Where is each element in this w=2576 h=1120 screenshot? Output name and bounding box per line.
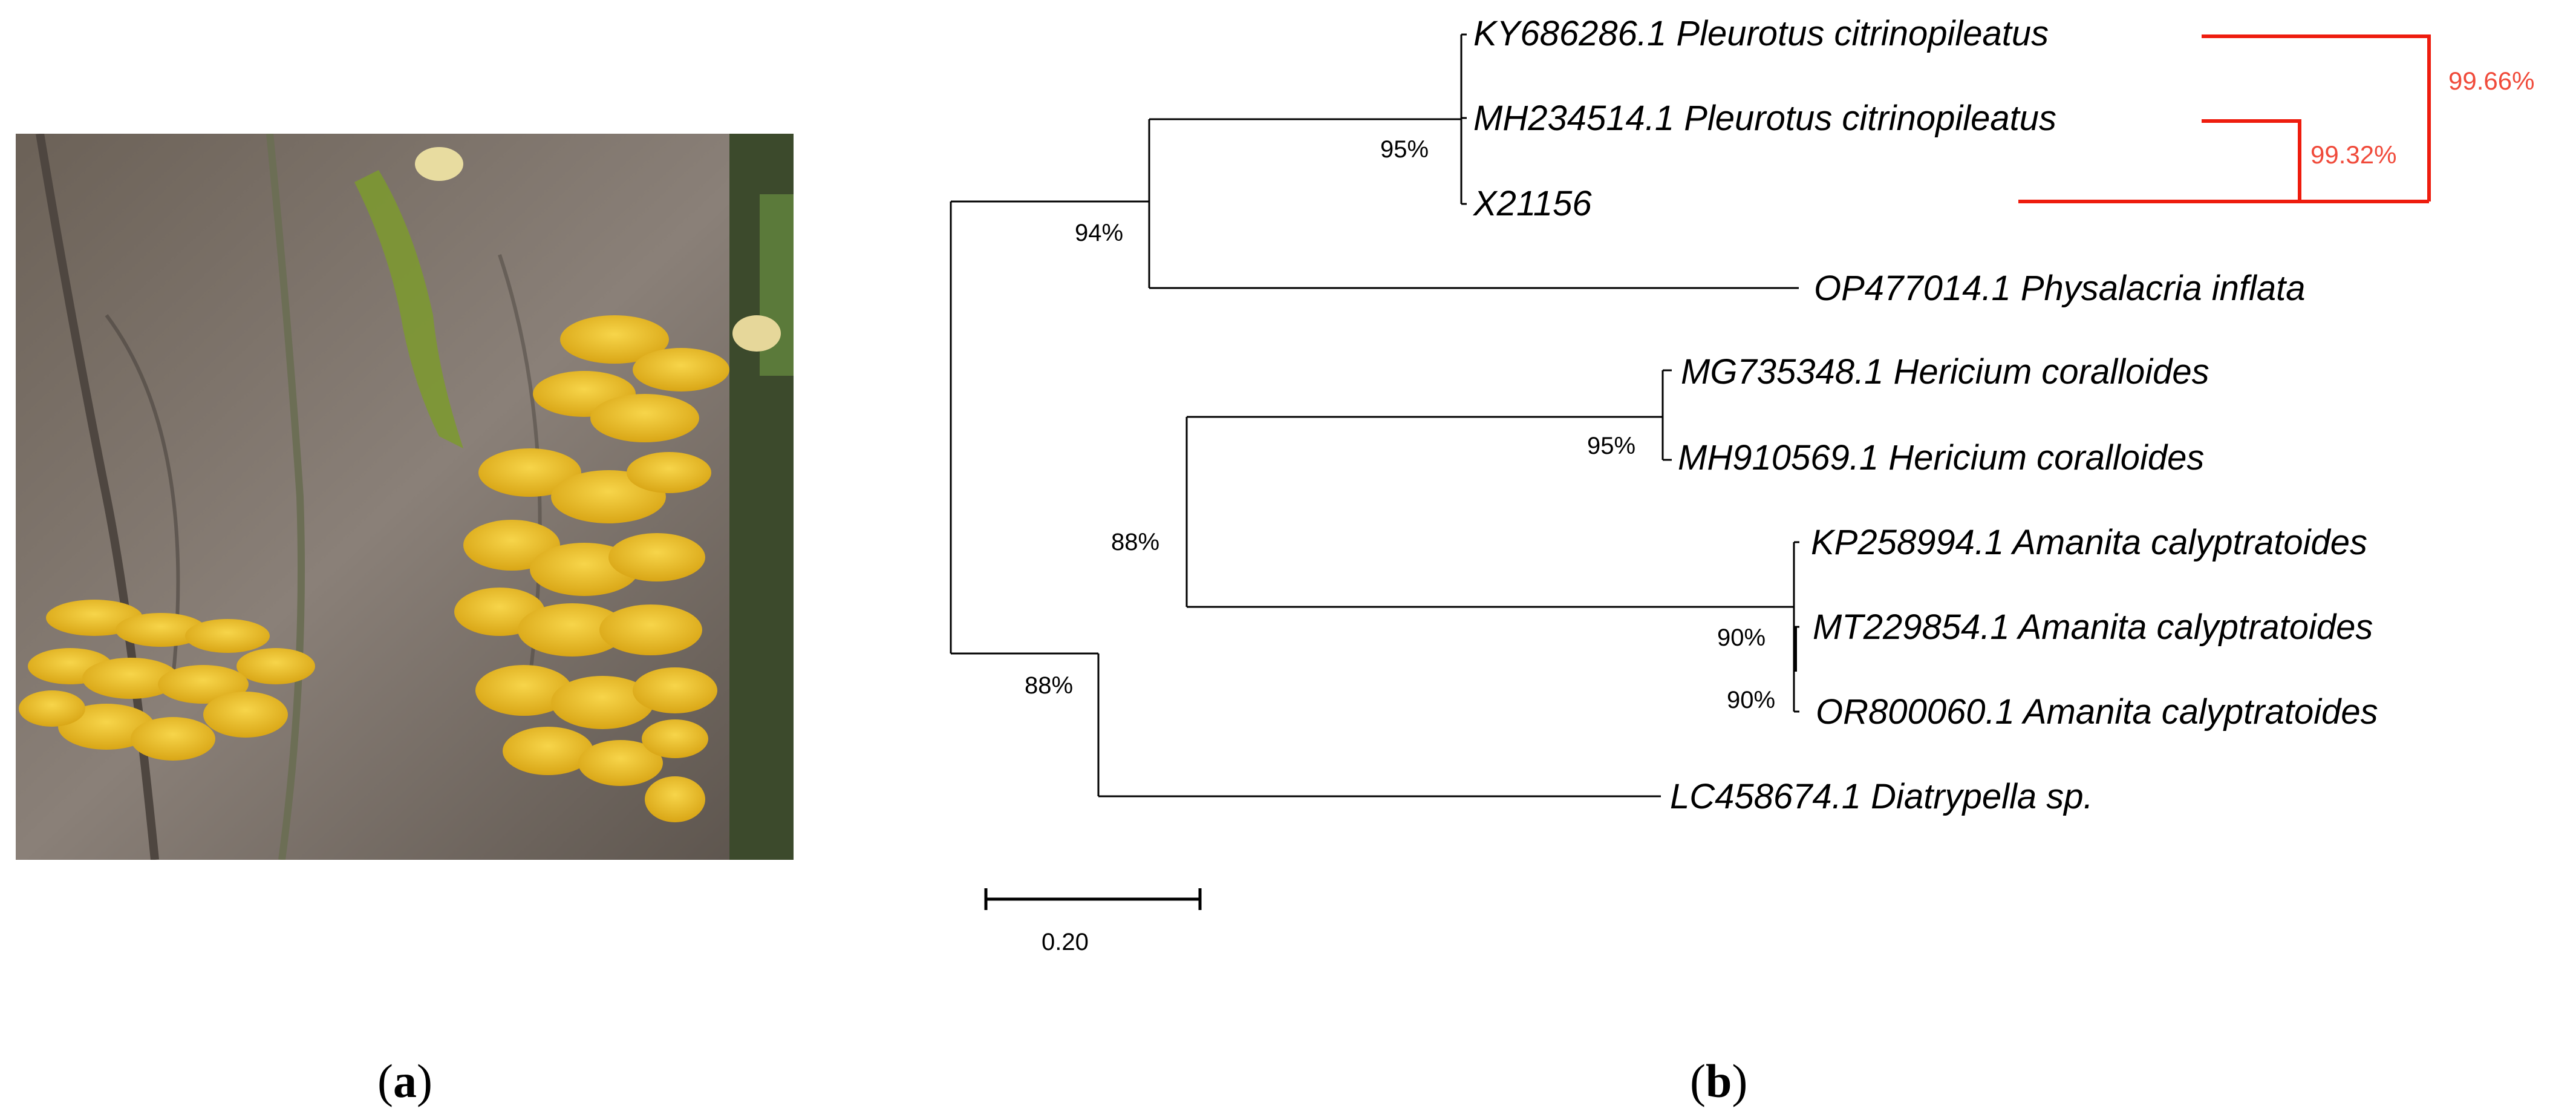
taxon-op477014: OP477014.1 Physalacria inflata xyxy=(1814,269,2306,308)
taxon-mg735348: MG735348.1 Hericium coralloides xyxy=(1681,352,2209,391)
bootstrap-hericium-amanita: 88% xyxy=(1111,529,1159,555)
taxon-or800060: OR800060.1 Amanita calyptratoides xyxy=(1816,692,2378,732)
similarity-ky686286 xyxy=(2202,34,2431,201)
taxon-ky686286: KY686286.1 Pleurotus citrinopileatus xyxy=(1473,14,2049,53)
taxon-mh910569: MH910569.1 Hericium coralloides xyxy=(1678,438,2204,477)
taxon-x21156: X21156 xyxy=(1472,184,1592,223)
caption-b: (b) xyxy=(1690,1055,1748,1107)
similarity-mh234514 xyxy=(2202,119,2301,201)
scale-bar xyxy=(984,888,1202,910)
caption-a-letter: a xyxy=(393,1055,417,1107)
similarity-inner-label: 99.32% xyxy=(2310,140,2396,169)
similarity-outer-label: 99.66% xyxy=(2448,67,2534,95)
similarity-bracket xyxy=(2018,34,2431,203)
scale-bar-label: 0.20 xyxy=(1042,929,1089,955)
mushroom-photo xyxy=(16,134,794,860)
bootstrap-pleurotus-physalacria: 94% xyxy=(1075,220,1123,246)
tree-branches xyxy=(950,33,1799,797)
bootstrap-amanita-2: 90% xyxy=(1727,687,1775,713)
caption-b-letter: b xyxy=(1705,1055,1732,1107)
taxon-mh234514: MH234514.1 Pleurotus citrinopileatus xyxy=(1473,99,2056,138)
right-mushroom-cluster xyxy=(454,315,729,822)
left-mushroom-cluster xyxy=(19,600,315,761)
caption-a: (a) xyxy=(377,1055,432,1107)
bootstrap-hericium-clade: 95% xyxy=(1587,433,1635,459)
taxon-lc458674: LC458674.1 Diatrypella sp. xyxy=(1670,777,2093,816)
bootstrap-root-inner: 88% xyxy=(1025,672,1073,699)
taxon-mt229854: MT229854.1 Amanita calyptratoides xyxy=(1813,607,2373,647)
bootstrap-pleurotus-clade: 95% xyxy=(1380,136,1429,163)
bootstrap-amanita-1: 90% xyxy=(1717,624,1766,651)
taxon-kp258994: KP258994.1 Amanita calyptratoides xyxy=(1811,523,2367,562)
